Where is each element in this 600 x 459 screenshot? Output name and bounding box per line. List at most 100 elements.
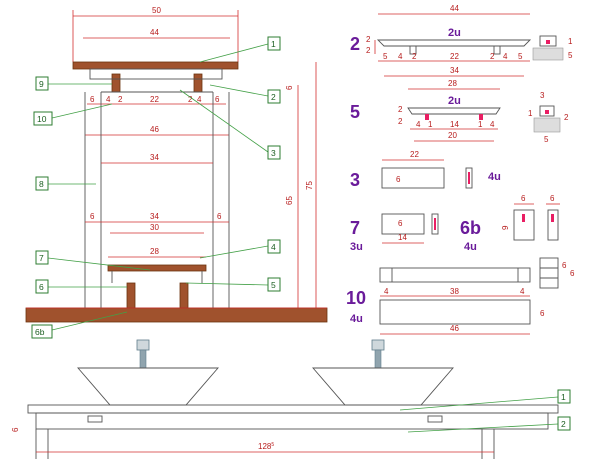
- svg-text:1: 1: [568, 37, 573, 46]
- part-3-number: 3: [350, 170, 360, 190]
- callout-6: [35, 279, 49, 294]
- block-right: [193, 73, 203, 93]
- svg-text:9: 9: [501, 225, 510, 230]
- svg-text:1: 1: [428, 120, 433, 129]
- svg-text:34: 34: [450, 66, 459, 75]
- dim-28: 28: [150, 247, 159, 256]
- svg-text:4: 4: [384, 287, 389, 296]
- svg-text:1: 1: [271, 39, 276, 49]
- dim-30: 30: [150, 223, 159, 232]
- callouts-front: 1 2 3 4 5 9 10 8 7 6 6b: [31, 36, 281, 339]
- part-2-qty: 2u: [448, 27, 461, 39]
- callout-1-bottom: [557, 389, 571, 404]
- svg-text:22: 22: [410, 150, 419, 159]
- leg-left: [126, 282, 136, 309]
- dim-34b: 34: [150, 212, 159, 221]
- block-left: [111, 73, 121, 93]
- svg-text:4: 4: [271, 242, 276, 252]
- svg-text:14: 14: [398, 233, 407, 242]
- dim-22: 22: [150, 95, 159, 104]
- svg-text:4: 4: [398, 52, 403, 61]
- dim-2b: 2: [188, 95, 193, 104]
- svg-text:28: 28: [448, 79, 457, 88]
- svg-text:6: 6: [562, 261, 567, 270]
- svg-text:6: 6: [39, 282, 44, 292]
- faucet-right-icon: [371, 339, 385, 351]
- svg-text:2: 2: [412, 52, 417, 61]
- svg-text:4: 4: [503, 52, 508, 61]
- callout-5: [267, 277, 281, 292]
- svg-text:5: 5: [568, 51, 573, 60]
- svg-text:22: 22: [450, 52, 459, 61]
- part-3-qty: 4u: [488, 171, 501, 183]
- top-board: [72, 61, 239, 70]
- svg-text:5: 5: [271, 280, 276, 290]
- svg-text:6: 6: [550, 194, 555, 203]
- detail-part-2: 2 2u 44 2 2 5 4 2 22 2 4 5 34 1 5: [350, 4, 573, 77]
- countertop: [27, 404, 559, 414]
- svg-text:14: 14: [450, 120, 459, 129]
- dim-65: 65: [285, 196, 294, 205]
- svg-text:4: 4: [520, 287, 525, 296]
- svg-text:6: 6: [398, 219, 403, 228]
- basin-right: [312, 367, 454, 406]
- svg-text:3: 3: [540, 91, 545, 100]
- svg-text:5: 5: [518, 52, 523, 61]
- svg-text:6: 6: [521, 194, 526, 203]
- svg-text:2: 2: [564, 113, 569, 122]
- dim-44: 44: [150, 28, 159, 37]
- basin-left: [77, 367, 219, 406]
- svg-text:9: 9: [39, 79, 44, 89]
- part-7-number: 7: [350, 218, 360, 238]
- callout-2-bottom: [557, 416, 571, 431]
- part-2-number: 2: [350, 34, 360, 54]
- dim-6d: 6: [217, 212, 222, 221]
- dim-4b: 4: [197, 95, 202, 104]
- faucet-left-icon: [136, 339, 150, 351]
- svg-text:2: 2: [366, 46, 371, 55]
- dim-128: 1285: [258, 442, 274, 451]
- svg-text:6: 6: [570, 269, 575, 278]
- svg-text:6b: 6b: [35, 327, 45, 337]
- callout-2: [267, 89, 281, 104]
- svg-text:6: 6: [396, 175, 401, 184]
- detail-part-7: 7 3u 6 14: [350, 213, 439, 253]
- svg-text:1: 1: [478, 120, 483, 129]
- part-6b-number: 6b: [460, 218, 481, 238]
- svg-text:4: 4: [416, 120, 421, 129]
- svg-text:20: 20: [448, 131, 457, 140]
- svg-text:2: 2: [398, 117, 403, 126]
- callout-1: [267, 36, 281, 51]
- lower-shelf: [107, 264, 207, 272]
- svg-text:5: 5: [383, 52, 388, 61]
- svg-text:6: 6: [540, 309, 545, 318]
- support-rail: [89, 68, 223, 80]
- dim-46: 46: [150, 125, 159, 134]
- part-7-qty: 3u: [350, 241, 363, 253]
- callout-9: [35, 76, 49, 91]
- detail-part-6b: 6b 4u 6 9 6: [460, 194, 560, 253]
- part-10-number: 10: [346, 288, 366, 308]
- detail-part-3: 3 4u 22 6: [350, 150, 501, 190]
- callout-8: [35, 176, 49, 191]
- dim-6-side: 6: [285, 85, 294, 90]
- bottom-view: 6 1285 1 2: [11, 339, 571, 459]
- part-10-qty: 4u: [350, 313, 363, 325]
- dim-50: 50: [152, 6, 161, 15]
- floor-board: [25, 307, 328, 323]
- part-5-number: 5: [350, 102, 360, 122]
- svg-text:2: 2: [366, 35, 371, 44]
- svg-text:4: 4: [490, 120, 495, 129]
- detail-part-10: 10 4u 6 6 4 38 4 6 46: [346, 257, 575, 335]
- callout-7: [35, 250, 49, 265]
- svg-text:2: 2: [271, 92, 276, 102]
- svg-text:46: 46: [450, 324, 459, 333]
- dim-6b: 6: [215, 95, 220, 104]
- svg-text:2: 2: [398, 105, 403, 114]
- svg-text:5: 5: [544, 135, 549, 144]
- dim-6a: 6: [90, 95, 95, 104]
- callout-6b: [31, 324, 53, 339]
- dim-75: 75: [305, 181, 314, 190]
